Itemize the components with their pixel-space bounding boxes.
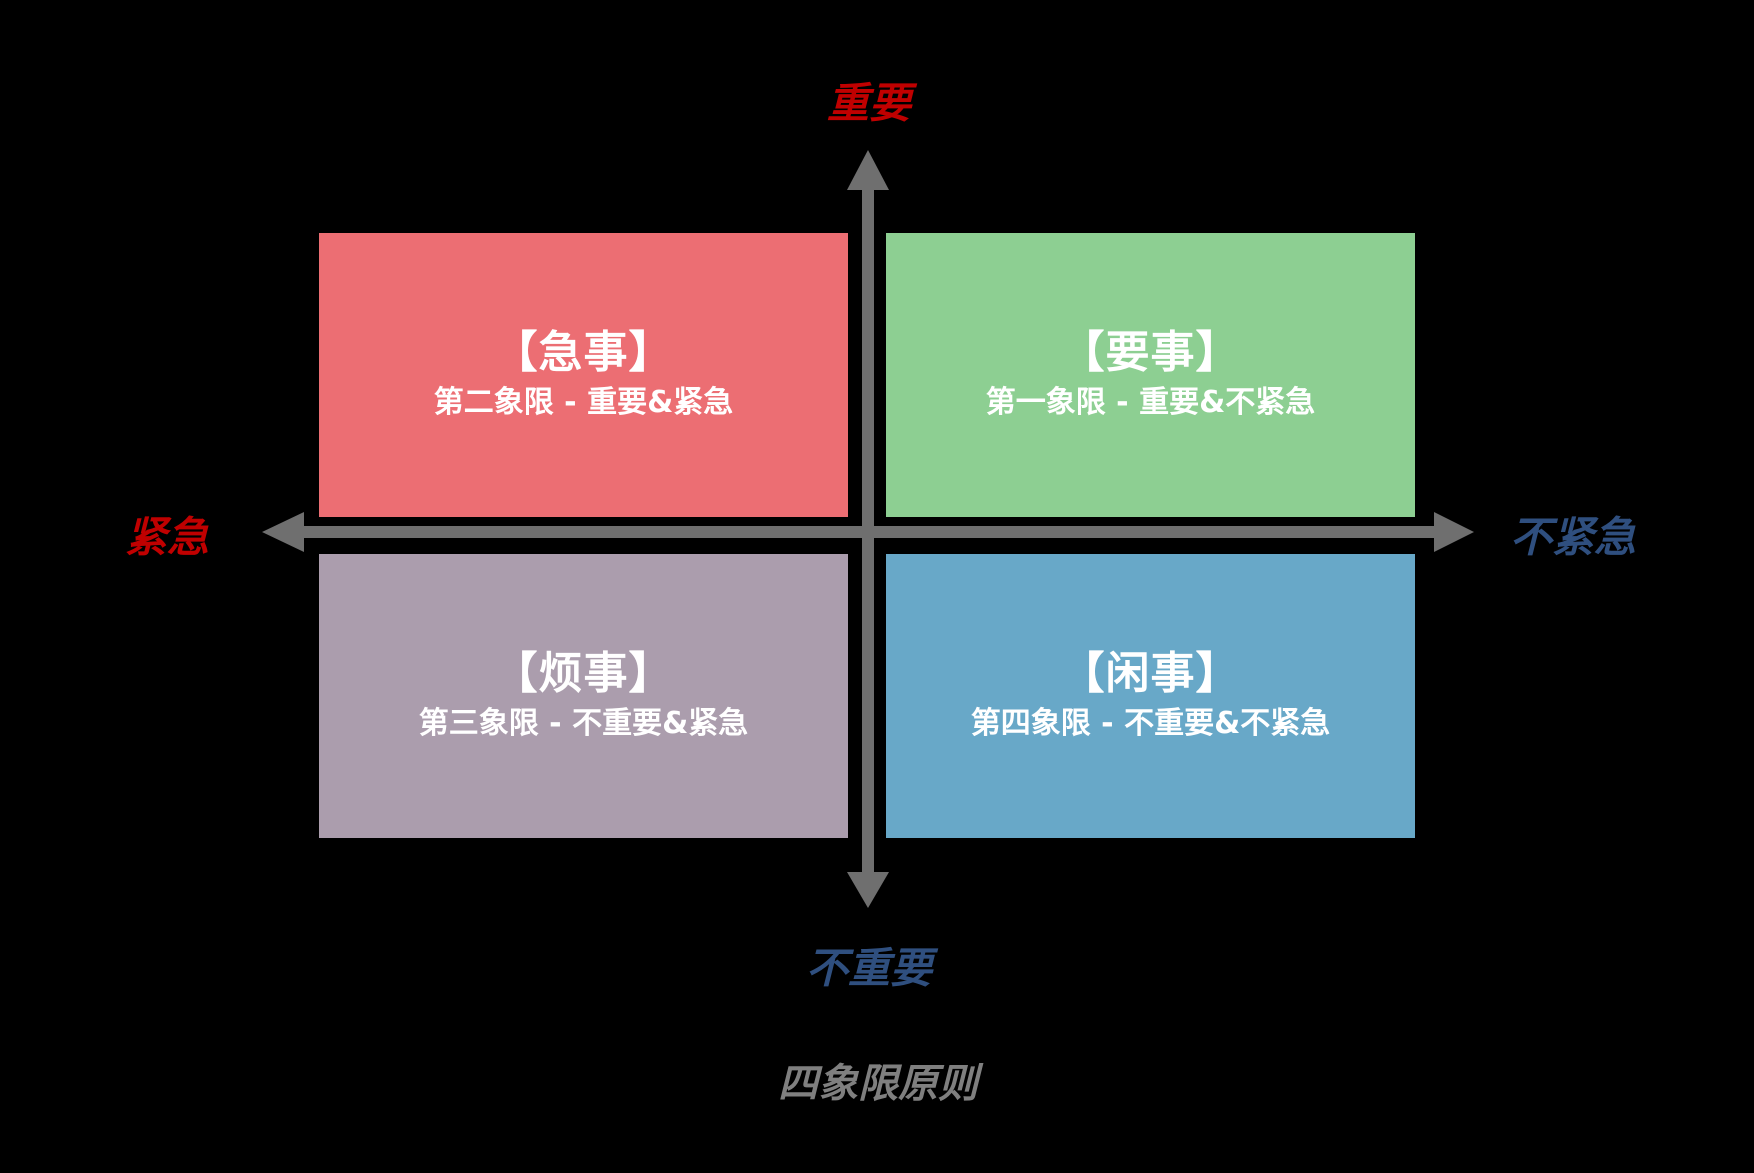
diagram-caption: 四象限原则 bbox=[778, 1061, 978, 1107]
horizontal-axis-line bbox=[300, 526, 1440, 538]
quadrant-idle-title: 【闲事】 bbox=[1060, 648, 1241, 699]
quadrant-urgent: 【急事】 第二象限 - 重要&紧急 bbox=[319, 233, 848, 517]
quadrant-idle-subtitle: 第四象限 - 不重要&不紧急 bbox=[970, 706, 1331, 741]
axis-label-important: 重要 bbox=[826, 78, 912, 128]
arrow-down-icon bbox=[847, 872, 889, 908]
axis-label-not-important: 不重要 bbox=[805, 943, 933, 993]
quadrant-important: 【要事】 第一象限 - 重要&不紧急 bbox=[886, 233, 1415, 517]
arrow-left-icon bbox=[262, 512, 304, 552]
quadrant-annoying-title: 【烦事】 bbox=[493, 648, 674, 699]
quadrant-annoying: 【烦事】 第三象限 - 不重要&紧急 bbox=[319, 554, 848, 838]
axis-label-urgent: 紧急 bbox=[124, 512, 210, 562]
quadrant-annoying-subtitle: 第三象限 - 不重要&紧急 bbox=[418, 706, 749, 741]
quadrant-urgent-title: 【急事】 bbox=[493, 327, 674, 378]
arrow-up-icon bbox=[847, 150, 889, 190]
axis-label-not-urgent: 不紧急 bbox=[1509, 512, 1637, 562]
quadrant-important-title: 【要事】 bbox=[1060, 327, 1241, 378]
quadrant-idle: 【闲事】 第四象限 - 不重要&不紧急 bbox=[886, 554, 1415, 838]
quadrant-urgent-subtitle: 第二象限 - 重要&紧急 bbox=[433, 385, 734, 420]
quadrant-important-subtitle: 第一象限 - 重要&不紧急 bbox=[985, 385, 1316, 420]
arrow-right-icon bbox=[1434, 512, 1474, 552]
vertical-axis-line bbox=[862, 190, 874, 880]
